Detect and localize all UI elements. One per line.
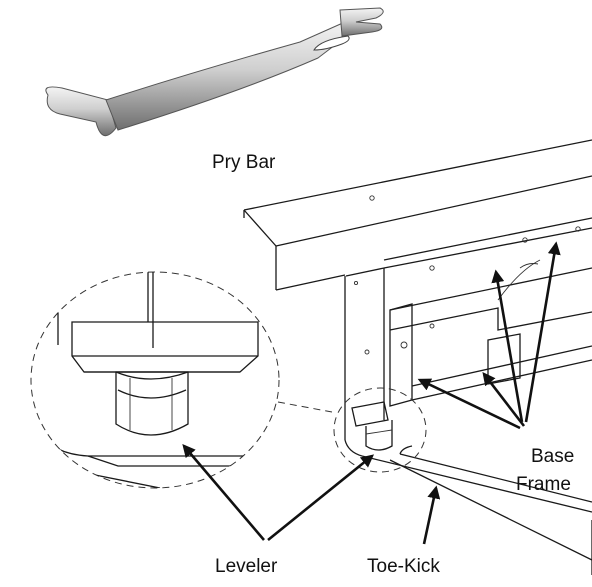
toe-kick-label: Toe-Kick <box>367 556 440 577</box>
leveling-foot-icon <box>351 401 393 451</box>
pry-bar-tool-icon <box>45 7 384 137</box>
cabinet-base-drawing <box>243 139 592 575</box>
pry-bar-label: Pry Bar <box>212 152 276 173</box>
base-frame-label-line2: Frame <box>516 474 571 495</box>
detail-callout-small <box>333 387 427 473</box>
callout-arrows <box>182 241 561 545</box>
leveler-detail-view <box>30 271 280 489</box>
base-frame-label-line1: Base <box>531 446 574 467</box>
leveler-label: Leveler <box>215 556 278 577</box>
